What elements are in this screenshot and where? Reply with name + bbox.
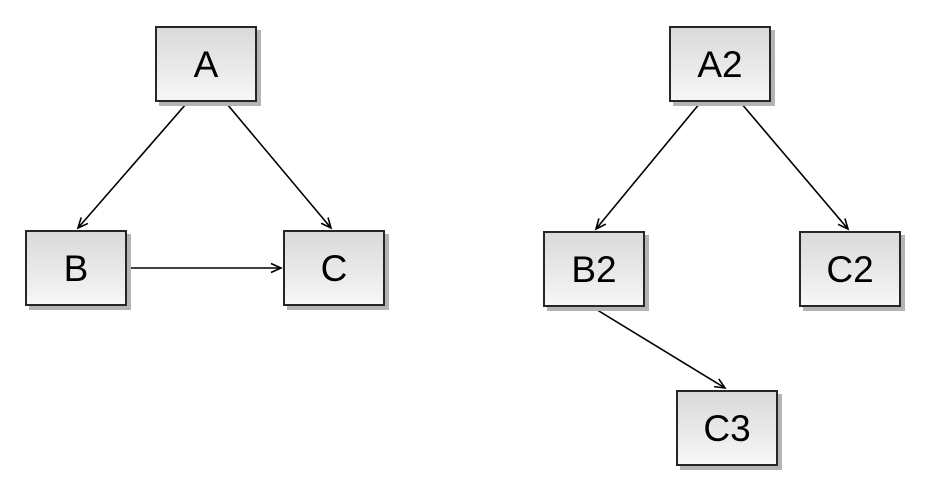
node-C3-label: C3 <box>703 407 751 449</box>
node-A-label: A <box>193 43 219 85</box>
node-C[interactable]: C <box>283 230 385 306</box>
edge-A2-B2 <box>594 102 701 231</box>
edge-A-C <box>226 103 333 230</box>
node-A[interactable]: A <box>155 26 257 102</box>
edge-B2-C3 <box>593 307 727 390</box>
node-B2-label: B2 <box>571 248 617 290</box>
node-A2-label: A2 <box>697 43 743 85</box>
node-C2-label: C2 <box>826 248 874 290</box>
edge-A2-C2 <box>740 102 850 231</box>
edge-A-B <box>76 103 187 230</box>
node-B2[interactable]: B2 <box>543 231 645 307</box>
node-C-label: C <box>320 247 348 289</box>
node-C2[interactable]: C2 <box>799 231 901 307</box>
node-C3[interactable]: C3 <box>676 390 778 466</box>
node-B-label: B <box>63 247 89 289</box>
node-A2[interactable]: A2 <box>669 26 771 102</box>
node-B[interactable]: B <box>25 230 127 306</box>
